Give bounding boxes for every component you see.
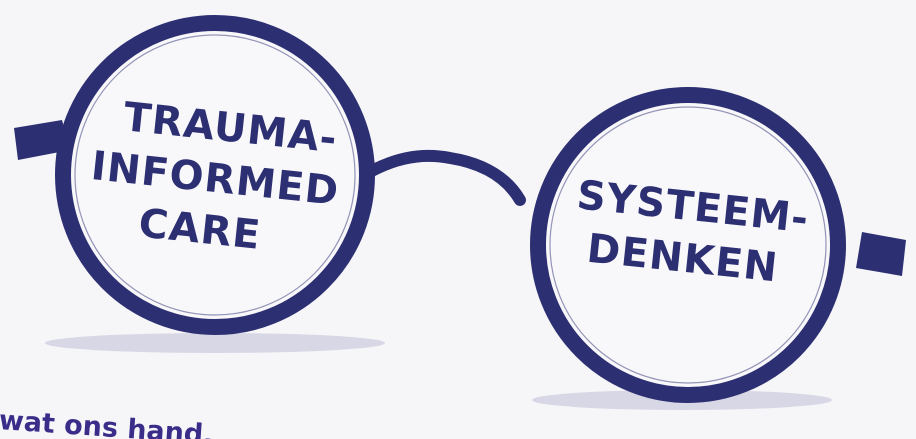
glasses-bridge (364, 149, 526, 206)
left-lens-inner-line (74, 34, 356, 316)
right-lens-inner-line (549, 106, 827, 384)
right-lens-frame (530, 87, 846, 403)
left-temple-arm (14, 120, 70, 160)
right-temple-arm (856, 232, 906, 276)
left-lens-shadow (45, 333, 385, 353)
left-lens-frame (55, 15, 375, 335)
